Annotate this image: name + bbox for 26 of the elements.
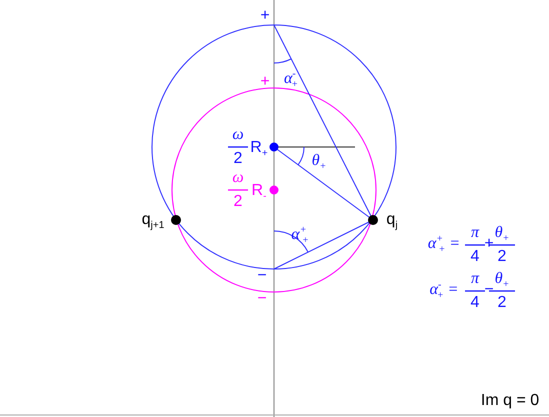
fraction-denominator: 4 [470, 249, 480, 265]
sign-label: − [257, 268, 267, 284]
fraction-numerator: π [471, 225, 479, 241]
angle-label: θ$_{+}$ [312, 153, 326, 169]
fraction-denominator: 2 [234, 194, 242, 210]
point-label: q$_{j+1}$ [142, 212, 164, 228]
point-label: q$_{j}$ [386, 212, 398, 228]
formula-text: α$^{-}$$_{+}$ = [430, 282, 458, 298]
fraction-numerator: θ$_{+}$ [494, 271, 510, 287]
sign-label: + [260, 8, 270, 24]
formula-operator: + [484, 236, 494, 252]
formula-operator: − [484, 282, 494, 298]
fraction-numerator: θ$_{+}$ [494, 225, 510, 241]
fraction-numerator: π [471, 271, 479, 287]
point-label: R$_{-}$ [252, 183, 266, 199]
fraction-denominator: 2 [234, 151, 242, 167]
fraction-numerator: ω [232, 170, 244, 186]
point-label: R$_{+}$ [250, 140, 268, 156]
fraction-denominator: 2 [498, 249, 506, 265]
axis-label: Im q = 0 [480, 393, 540, 409]
sign-label: − [257, 291, 267, 307]
fraction-numerator: ω [232, 127, 244, 143]
fraction-denominator: 4 [470, 295, 480, 311]
formula-text: α$^{+}$$_{+}$ = [428, 236, 460, 252]
sign-label: + [260, 74, 270, 90]
fraction-denominator: 2 [498, 295, 506, 311]
